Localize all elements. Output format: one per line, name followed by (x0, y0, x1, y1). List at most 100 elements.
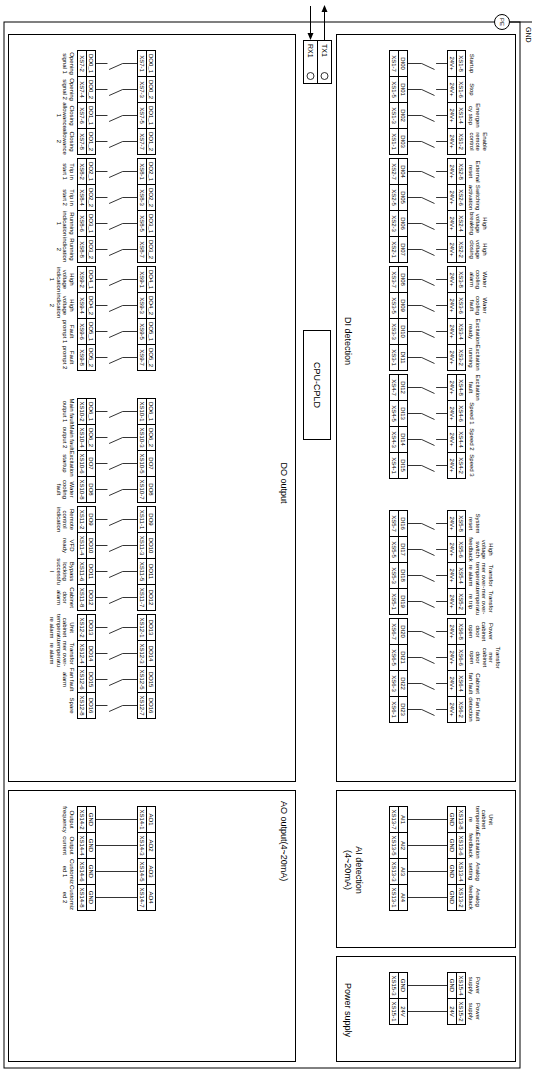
signal-label: Analog feedback (468, 884, 481, 911)
label-slot: High voltage indication 2 (49, 292, 75, 319)
ground-label: GND (524, 27, 532, 43)
signal-name: DO16 (146, 693, 155, 718)
pin-number: XS14-3 (138, 833, 146, 858)
signal-label: Main fault output 1 (62, 398, 75, 425)
terminal-cell: XS9-5DO5_1 (137, 318, 156, 345)
signal-label: High voltage breaking (468, 210, 488, 237)
pin-number: XS3-2 (456, 345, 465, 370)
signal-label: Switching activation (468, 184, 481, 211)
pin-number: XS12-2 (78, 615, 86, 640)
signal-label: Excitation feedback (468, 832, 481, 859)
panel-title: AO output(4~20mA) (278, 801, 289, 921)
terminal-cell: XS6-3DI22 (389, 670, 408, 697)
terminal-cell: XS2-424V+ (447, 210, 466, 237)
signal-name: DO1_2 (86, 129, 95, 154)
signal-name: DO9 (146, 507, 155, 532)
signal-name: 24V+ (448, 51, 456, 76)
signal-name: DI15 (398, 453, 407, 478)
label-slot: Closing allowance 1 (55, 102, 75, 129)
signal-label: Closing allowance 1 (55, 102, 75, 129)
pin-number: XS4-4 (456, 427, 465, 452)
signal-name: 24V+ (448, 237, 456, 262)
terminal-cell: XS13-6GND (447, 832, 466, 859)
signal-label: Unit cabinet temperature alarm (49, 614, 75, 641)
pin-number: XS1-5 (390, 77, 398, 102)
signal-label: Water cooling fault (468, 292, 488, 319)
terminal-cell: XS6-224V+ (447, 696, 466, 723)
terminal-cell: XS11-7DO12 (137, 584, 156, 611)
switch-contact (96, 412, 137, 418)
signal-label: Running indication 1 (55, 210, 75, 237)
signal-wire (408, 985, 447, 986)
pin-number: XS8-2 (78, 159, 86, 184)
signal-name: DO0_2 (146, 77, 155, 102)
pin-number: XS14-7 (138, 885, 146, 910)
pin-number: XS12-3 (138, 641, 146, 666)
label-slot: External reset (468, 158, 481, 185)
signal-label: Trip in start 2 (62, 184, 75, 211)
signal-label: Running indication 2 (55, 236, 75, 263)
signal-wire (408, 871, 447, 872)
signal-wire (408, 819, 447, 820)
signal-name: DO5_1 (86, 319, 95, 344)
terminal-cell: XS14-2GND (77, 806, 96, 833)
pin-number: XS6-5 (390, 645, 398, 670)
signal-label: Bypass locking successful (49, 558, 75, 585)
switch-contact (96, 598, 137, 604)
pin-number: XS4-6 (456, 401, 465, 426)
terminal-cell: XS9-4DO4_2 (77, 292, 96, 319)
terminal-cell: XS12-6DO15 (77, 666, 96, 693)
terminal-cell: XS12-8DO16 (77, 692, 96, 719)
signal-label: Excitation ready (468, 318, 481, 345)
pin-number: XS14-6 (78, 859, 86, 884)
pin-number: XS8-5 (138, 211, 146, 236)
terminal-cell: XS15-124V (389, 998, 408, 1025)
signal-name: AO2 (146, 833, 155, 858)
signal-name: DO2_1 (86, 159, 95, 184)
terminal-cell: XS10-2DO6_1 (77, 398, 96, 425)
signal-name: DO11 (86, 559, 95, 584)
label-slot: Fan fault detection (468, 696, 481, 723)
pin-number: XS3-6 (456, 293, 465, 318)
signal-label: Opening signal 2 (62, 76, 75, 103)
terminal-cell: XS6-424V+ (447, 670, 466, 697)
terminal-cell: XS12-2DO13 (77, 614, 96, 641)
pin-number: XS8-7 (138, 237, 146, 262)
signal-name: 24V+ (448, 401, 456, 426)
board-frame (4, 22, 520, 1068)
pin-number: XS1-1 (390, 129, 398, 154)
signal-name: DO4_1 (86, 267, 95, 292)
terminal-cell: XS11-8DO12 (77, 584, 96, 611)
tx-arrow (324, 10, 325, 40)
switch-contact (96, 654, 137, 660)
signal-label: Cabinet door alarm (55, 584, 75, 611)
terminal-cell: XS13-2GND (447, 884, 466, 911)
switch-contact (96, 546, 137, 552)
switch-contact (96, 572, 137, 578)
label-slot: Spare (68, 692, 75, 719)
terminal-cell: XS10-8DO8 (77, 476, 96, 503)
switch-contact (408, 64, 447, 70)
terminal-cell: XS14-3AO2 (137, 832, 156, 859)
signal-wire (408, 845, 447, 846)
module-panel: DI detectionXS1-824V+XS1-624V+XS1-424V+X… (336, 34, 516, 782)
label-slot: High voltage closing (468, 236, 488, 263)
signal-name: AO4 (146, 885, 155, 910)
terminal-cell: XS10-4DO6_2 (77, 424, 96, 451)
switch-contact (96, 224, 137, 230)
pin-number: XS8-8 (78, 237, 86, 262)
pin-number: XS3-8 (456, 267, 465, 292)
pin-number: XS1-6 (456, 77, 465, 102)
signal-name: DO8 (146, 477, 155, 502)
terminal-cell: XS14-7AO4 (137, 884, 156, 911)
switch-contact (96, 142, 137, 148)
signal-label: VFD ready (62, 532, 75, 559)
switch-contact (408, 358, 447, 364)
pin-number: XS15-4 (456, 973, 465, 998)
terminal-cell: XS5-224V+ (447, 588, 466, 615)
signal-name: DI01 (398, 77, 407, 102)
signal-name: DO6_1 (146, 399, 155, 424)
pin-number: XS14-5 (138, 859, 146, 884)
signal-label: Closing allowance 2 (55, 128, 75, 155)
switch-contact (408, 414, 447, 420)
